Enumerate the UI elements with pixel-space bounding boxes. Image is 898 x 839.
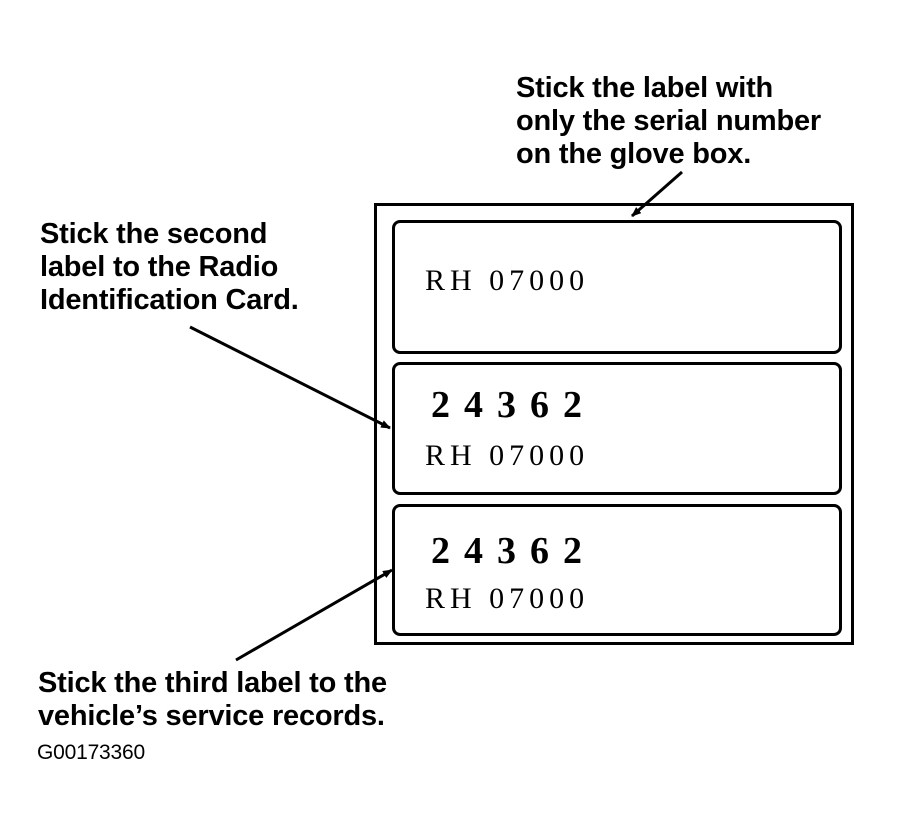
service-records-instruction: Stick the third label to the vehicle’s s… [38, 667, 387, 733]
glove-box-leader-arrow [631, 170, 683, 218]
glove-box-instruction-line-3: on the glove box. [516, 138, 752, 170]
radio-code: 24362 [431, 384, 596, 426]
radio-code: 24362 [431, 530, 596, 572]
radio-card-instruction-line-3: Identification Card. [40, 284, 299, 316]
serial-only-label: RH 07000 [392, 220, 842, 354]
radio-code-label-sheet: RH 07000 24362 RH 07000 24362 RH 07000 [374, 203, 854, 645]
third-label: 24362 RH 07000 [392, 504, 842, 636]
second-label: 24362 RH 07000 [392, 362, 842, 495]
figure-id: G00173360 [37, 741, 145, 764]
serial-number: RH 07000 [425, 582, 590, 615]
serial-number: RH 07000 [425, 264, 590, 297]
glove-box-instruction: Stick the label with only the serial num… [516, 72, 821, 171]
service-records-leader-arrow [235, 568, 393, 662]
radio-card-leader-arrow [189, 325, 391, 430]
radio-card-instruction: Stick the second label to the Radio Iden… [40, 218, 299, 317]
radio-card-instruction-line-1: Stick the second [40, 218, 268, 250]
service-records-instruction-line-1: Stick the third label to the [38, 667, 387, 699]
glove-box-instruction-line-2: only the serial number [516, 105, 822, 137]
radio-card-instruction-line-2: label to the Radio [40, 251, 279, 283]
serial-number: RH 07000 [425, 439, 590, 472]
glove-box-instruction-line-1: Stick the label with [516, 72, 774, 104]
service-records-instruction-line-2: vehicle’s service records. [38, 700, 385, 732]
